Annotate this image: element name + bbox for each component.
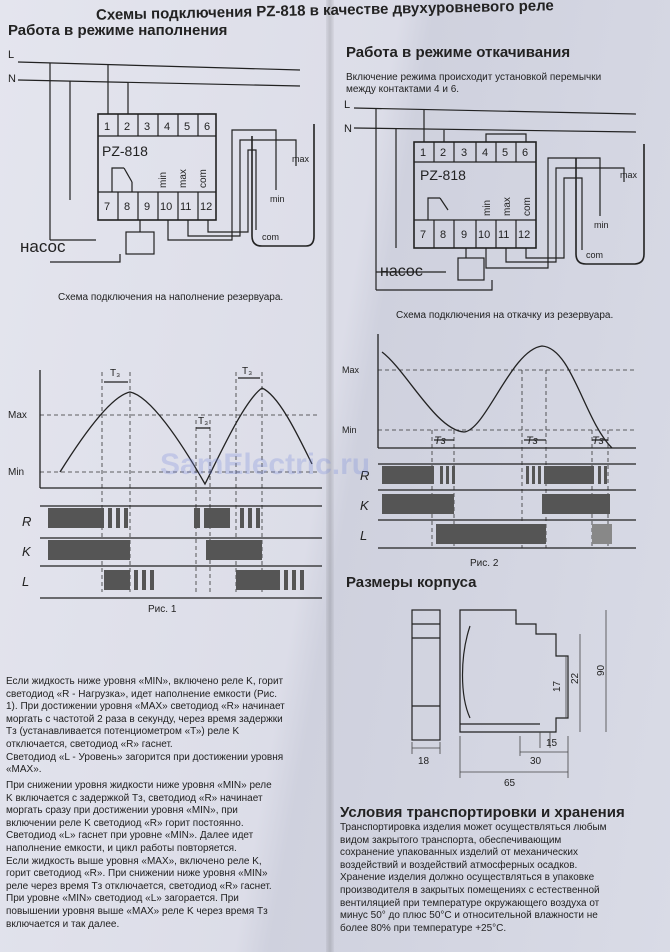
svg-text:8: 8 [440,229,446,241]
svg-text:9: 9 [461,229,467,241]
svg-text:10: 10 [160,201,172,213]
svg-text:min: min [482,200,493,216]
svg-text:min: min [158,172,169,188]
desc-paragraph-2: При снижении уровня жидкости ниже уровня… [6,780,272,930]
right-scheme-caption: Схема подключения на откачку из резервуа… [396,310,614,321]
svg-text:com: com [198,169,209,188]
svg-text:L: L [344,99,350,111]
left-line-n: N [8,73,16,85]
svg-text:R: R [22,514,31,529]
svg-text:K: K [360,498,370,513]
svg-text:Min: Min [342,425,357,435]
svg-text:1: 1 [104,121,110,133]
svg-text:max: max [502,197,513,216]
svg-text:Min: Min [8,467,24,478]
svg-text:N: N [344,123,352,135]
svg-text:4: 4 [482,147,488,159]
left-line-l: L [8,49,14,61]
svg-text:4: 4 [164,121,170,133]
right-heading: Работа в режиме откачивания [346,44,571,61]
svg-text:6: 6 [522,147,528,159]
svg-text:com: com [262,232,279,242]
right-timing-chart: Max Min Tз Tз Tз R K L [342,334,636,549]
page-fold [326,0,334,952]
svg-text:5: 5 [502,147,508,159]
left-heading: Работа в режиме наполнения [8,22,228,39]
svg-text:max: max [178,169,189,188]
svg-text:3: 3 [144,121,150,133]
svg-text:17: 17 [552,680,563,692]
svg-text:min: min [270,194,285,204]
svg-text:2: 2 [440,147,446,159]
svg-text:9: 9 [144,201,150,213]
left-pump-label: насос [20,237,66,256]
svg-text:15: 15 [546,738,558,749]
svg-text:R: R [360,468,369,483]
desc-paragraph-1: Если жидкость ниже уровня «MIN», включен… [6,676,285,776]
svg-text:10: 10 [478,229,490,241]
watermark: SamElectric.ru [160,448,371,481]
left-device-label: PZ-818 [102,143,148,159]
svg-text:8: 8 [124,201,130,213]
svg-text:5: 5 [184,121,190,133]
svg-text:3: 3 [461,147,467,159]
svg-text:L: L [360,528,367,543]
right-wiring-diagram: L N 1 2 3 4 5 6 7 8 9 10 11 12 PZ-818 mi… [344,99,645,291]
svg-text:L: L [22,574,29,589]
svg-text:com: com [586,250,603,260]
svg-text:11: 11 [498,229,509,241]
svg-text:T₃: T₃ [198,416,208,427]
svg-text:7: 7 [420,229,426,241]
main-title: Схемы подключения PZ-818 в качестве двух… [95,0,554,24]
case-dimensions-drawing: 18 30 65 17 22 90 15 [411,609,607,789]
svg-text:Tз: Tз [526,435,538,447]
left-wiring-diagram: L N 1 2 3 4 5 6 7 8 9 10 11 12 PZ-818 mi… [8,49,315,263]
sizes-heading: Размеры корпуса [346,574,477,591]
svg-text:12: 12 [200,201,212,213]
svg-text:12: 12 [518,229,530,241]
svg-text:T₃: T₃ [242,366,252,377]
transport-paragraph: Транспортировка изделия может осуществля… [340,822,607,934]
svg-text:11: 11 [180,201,191,213]
svg-text:K: K [22,544,32,559]
svg-text:90: 90 [596,664,607,676]
right-pump-label: насос [380,263,423,280]
left-timing-chart: Max Min T₃ T₃ T₃ R K L [8,366,322,599]
svg-text:Max: Max [342,365,360,375]
left-fig-caption: Рис. 1 [148,604,177,615]
transport-heading: Условия транспортировки и хранения [340,804,625,821]
svg-text:max: max [292,154,310,164]
right-device-label: PZ-818 [420,167,466,183]
svg-text:1: 1 [420,147,426,159]
svg-text:18: 18 [418,756,430,767]
svg-text:65: 65 [504,778,516,789]
right-subtext-2: между контактами 4 и 6. [346,84,460,95]
right-fig-caption: Рис. 2 [470,558,499,569]
svg-text:22: 22 [570,672,581,684]
svg-text:6: 6 [204,121,210,133]
svg-text:Max: Max [8,410,27,421]
svg-text:com: com [522,197,533,216]
svg-text:Tз: Tз [434,435,446,447]
svg-text:2: 2 [124,121,130,133]
svg-text:max: max [620,170,638,180]
svg-text:min: min [594,220,609,230]
right-subtext-1: Включение режима происходит установкой п… [346,72,602,83]
svg-text:T₃: T₃ [110,368,120,379]
svg-text:30: 30 [530,756,542,767]
svg-text:7: 7 [104,201,110,213]
svg-text:Tз: Tз [592,435,604,447]
left-scheme-caption: Схема подключения на наполнение резервуа… [58,292,284,303]
